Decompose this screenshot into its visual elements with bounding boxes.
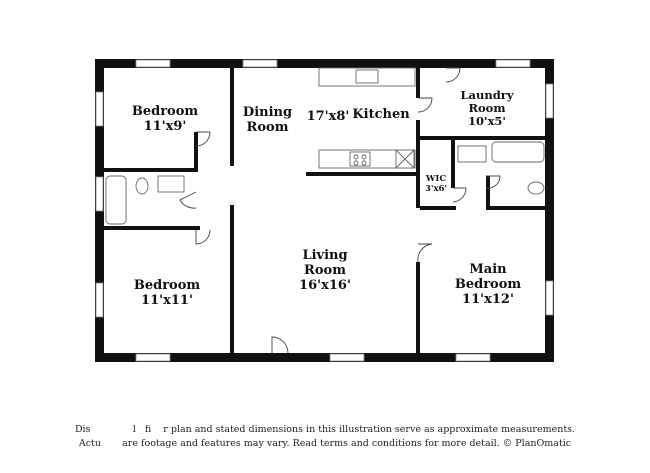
room-name-line2: Room	[246, 119, 289, 135]
room-name-line2: Bedroom	[454, 276, 522, 292]
interior-walls	[104, 66, 546, 353]
room-dims: 11'x12'	[462, 291, 514, 307]
room-living: Living Room 16'x16'	[285, 248, 365, 294]
bathroom-fixtures	[105, 141, 545, 225]
room-bedroom-bottom: Bedroom 11'x11'	[122, 278, 212, 309]
room-bedroom-top: Bedroom 11'x9'	[120, 104, 210, 135]
room-dims: 10'x5'	[468, 114, 506, 129]
room-dims: 11'x9'	[143, 118, 187, 134]
room-name-line1: Laundry	[460, 88, 514, 102]
room-name: Kitchen	[352, 107, 410, 122]
room-dims: 11'x11'	[141, 292, 193, 308]
room-name-line1: Main	[469, 262, 507, 277]
room-laundry: Laundry Room 10'x5'	[448, 88, 526, 129]
room-kitchen-dims: 17'x8'	[298, 109, 358, 125]
room-name: Bedroom	[131, 104, 199, 119]
disclaimer-line1: Dis l fi r plan and stated dimensions in…	[74, 424, 576, 435]
room-name: Bedroom	[133, 278, 201, 293]
windows	[95, 59, 554, 362]
room-dims: 3'x6'	[424, 183, 448, 194]
room-name-line2: Room	[304, 262, 346, 278]
room-dining: Dining Room	[235, 105, 300, 136]
room-name-line1: Living	[302, 248, 348, 263]
room-wic: WIC 3'x6'	[420, 174, 452, 195]
room-name-line2: Room	[468, 101, 506, 116]
room-main-bedroom: Main Bedroom 11'x12'	[443, 262, 533, 308]
room-kitchen: Kitchen	[348, 107, 414, 123]
disclaimer-line2: Actu are footage and features may vary. …	[78, 438, 572, 449]
room-dims: 16'x16'	[299, 277, 351, 293]
kitchen-counters	[318, 67, 416, 169]
doors	[179, 67, 501, 354]
room-name-line1: Dining	[242, 105, 293, 120]
room-dims: 17'x8'	[306, 109, 350, 124]
room-name: WIC	[425, 174, 447, 184]
